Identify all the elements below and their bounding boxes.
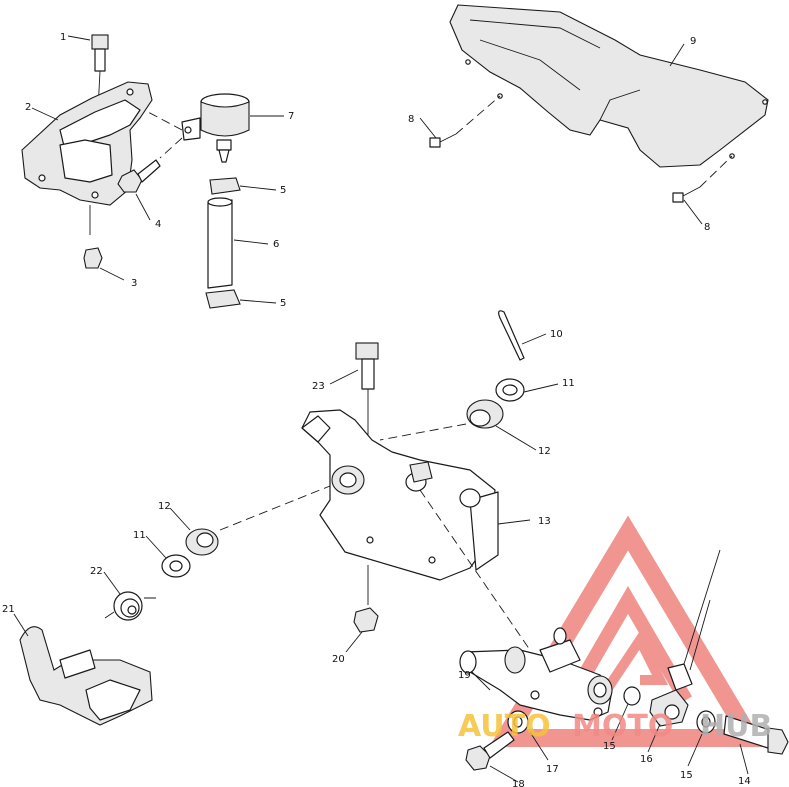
callout-13: 13	[538, 516, 551, 527]
callout-14: 14	[738, 776, 751, 787]
part-7-reservoir	[181, 93, 250, 163]
part-1-bolt	[91, 34, 109, 72]
part-23-bolt	[355, 342, 379, 390]
callout-21: 21	[2, 604, 15, 615]
callout-12-top: 12	[538, 446, 551, 457]
callout-6: 6	[273, 239, 279, 250]
callout-15-right: 15	[680, 770, 693, 781]
watermark-hub: HUB	[700, 709, 772, 744]
part-12-bushing-top	[466, 399, 504, 429]
callout-7: 7	[288, 111, 294, 122]
callout-1: 1	[60, 32, 66, 43]
part-15-washer-b	[696, 710, 716, 734]
callout-16: 16	[640, 754, 653, 765]
callout-8-right: 8	[704, 222, 710, 233]
part-16-clevis	[649, 663, 693, 727]
callout-4: 4	[155, 219, 161, 230]
callout-23: 23	[312, 381, 325, 392]
callout-8-left: 8	[408, 114, 414, 125]
part-17-washer	[507, 710, 529, 734]
part-15-washer-a	[623, 686, 641, 706]
part-19-master-cylinder	[459, 627, 613, 721]
callout-5-top: 5	[280, 185, 286, 196]
callout-18: 18	[512, 779, 525, 787]
part-4-bolt	[117, 159, 161, 193]
callout-10: 10	[550, 329, 563, 340]
part-11-washer-top	[495, 378, 525, 402]
callout-19: 19	[458, 670, 471, 681]
part-21-brake-pedal	[19, 626, 153, 726]
callout-15-left: 15	[603, 741, 616, 752]
part-8-screw-b	[672, 155, 733, 203]
part-22-spring	[104, 591, 156, 621]
part-8-screw-a	[429, 95, 501, 148]
watermark-text: AUTO MOTO HUB	[458, 709, 772, 744]
callout-labels: 1 2 3 4 5 5 6 7 8 8 9 10 11 12 13 23 20 …	[2, 32, 751, 787]
part-6-hose	[207, 197, 233, 289]
watermark-auto: AUTO	[458, 709, 551, 744]
part-18-bolt	[465, 731, 515, 771]
part-2-bracket	[21, 81, 153, 206]
part-14-bolt	[723, 715, 789, 755]
callout-11-left: 11	[133, 530, 146, 541]
part-11-washer-left	[161, 554, 191, 578]
callout-11-top: 11	[562, 378, 575, 389]
part-9-cover	[449, 4, 769, 168]
callout-12-left: 12	[158, 501, 171, 512]
callout-2: 2	[25, 102, 31, 113]
callout-3: 3	[131, 278, 137, 289]
watermark-moto: MOTO	[572, 709, 673, 744]
callout-5-bottom: 5	[280, 298, 286, 309]
part-5-clamp-bottom	[205, 289, 241, 309]
part-12-bushing-left	[185, 528, 219, 556]
part-20-nut	[353, 607, 379, 633]
callout-17: 17	[546, 764, 559, 775]
part-3-nut	[83, 247, 103, 269]
part-5-clamp-top	[209, 177, 241, 195]
leader-lines	[13, 35, 749, 783]
part-10-cotter-pin	[498, 310, 525, 361]
callout-20: 20	[332, 654, 345, 665]
callout-9: 9	[690, 36, 696, 47]
part-13-main-bracket	[301, 409, 499, 581]
callout-22: 22	[90, 566, 103, 577]
